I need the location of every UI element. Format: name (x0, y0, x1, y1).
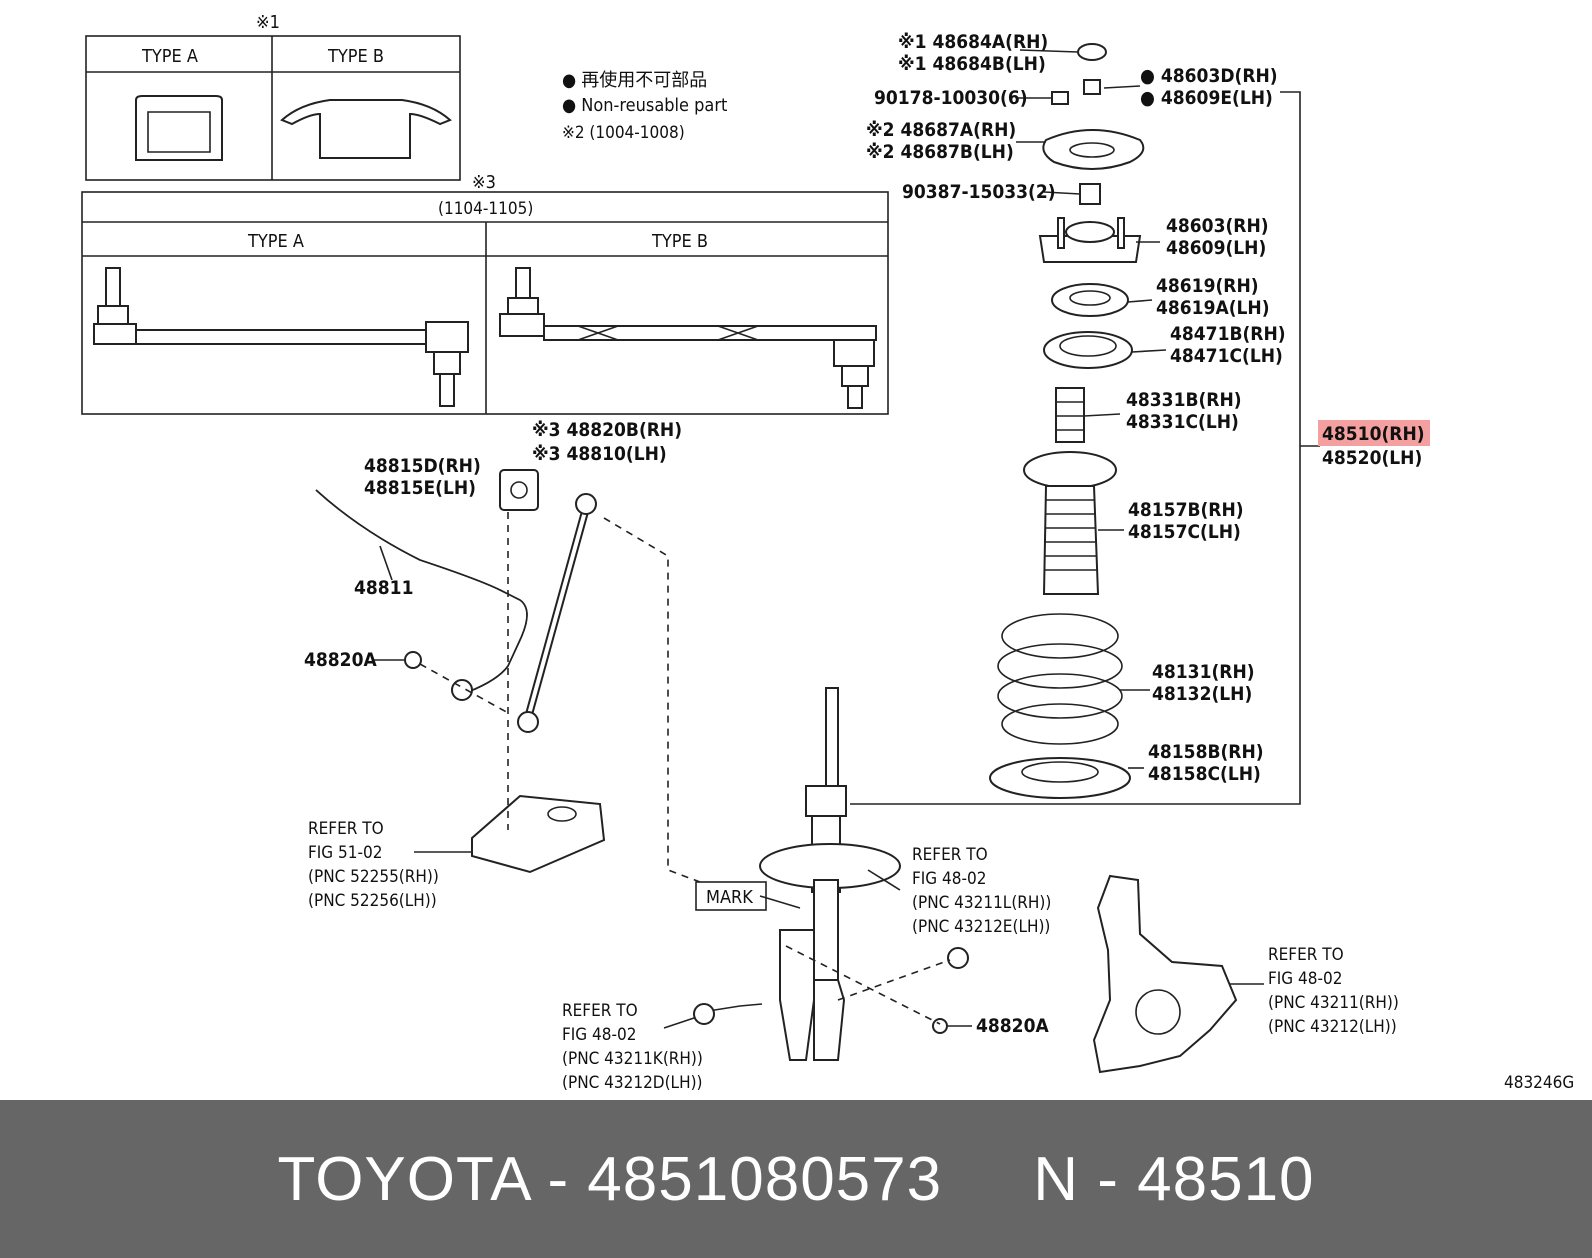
svg-text:(PNC 43212(LH)): (PNC 43212(LH)) (1268, 1017, 1397, 1037)
seat-48471-shape (1043, 331, 1133, 369)
inset1-type-b: TYPE B (327, 46, 384, 67)
label-48331b: 48331B(RH) (1126, 389, 1242, 411)
parts-diagram: ※1 TYPE A TYPE B ※3 (1104-1105) TYPE A T… (81, 12, 1574, 1093)
label-48687a: ※2 48687A(RH) (866, 119, 1016, 141)
label-48609: 48609(LH) (1166, 237, 1266, 259)
cap-shape (1077, 43, 1107, 61)
label-48619: 48619(RH) (1156, 275, 1259, 297)
bolt-shape (693, 1003, 715, 1025)
label-90178-10030: 90178-10030(6) (874, 87, 1028, 109)
label-48520: 48520(LH) (1322, 447, 1422, 469)
svg-text:FIG 48-02: FIG 48-02 (912, 869, 986, 889)
seat-48158-shape (989, 757, 1131, 799)
label-48131: 48131(RH) (1152, 661, 1255, 683)
label-48157b: 48157B(RH) (1128, 499, 1244, 521)
label-48471b: 48471B(RH) (1170, 323, 1286, 345)
legend-jp: ● 再使用不可部品 (562, 70, 707, 91)
refer-fig-48-02-bolt: REFER TO FIG 48-02 (PNC 43211K(RH)) (PNC… (562, 1001, 703, 1093)
svg-text:(PNC 43211K(RH)): (PNC 43211K(RH)) (562, 1049, 703, 1069)
svg-text:(PNC 43212D(LH)): (PNC 43212D(LH)) (562, 1073, 703, 1093)
stabilizer-bushing-shape (499, 469, 539, 511)
label-48815e: 48815E(LH) (364, 477, 476, 499)
label-48619a: 48619A(LH) (1156, 297, 1270, 319)
nut-90178-shape (1051, 91, 1069, 105)
svg-text:FIG 51-02: FIG 51-02 (308, 843, 382, 863)
label-90387-15033: 90387-15033(2) (902, 181, 1056, 203)
label-48820a-1: 48820A (304, 649, 377, 671)
steering-knuckle-shape (1092, 874, 1238, 1074)
boot-48157-top-shape (1023, 451, 1117, 489)
highlight-48510 (1318, 420, 1430, 446)
svg-text:REFER TO: REFER TO (562, 1001, 638, 1021)
legend-en: ● Non-reusable part (562, 95, 727, 116)
label-48510: 48510(RH) (1322, 423, 1425, 445)
label-48132: 48132(LH) (1152, 683, 1252, 705)
label-48811: 48811 (354, 577, 413, 599)
member-bracket-shape (471, 794, 606, 874)
stabilizer-link-type-a-shape (135, 329, 437, 345)
label-48684b: ※1 48684B(LH) (898, 53, 1046, 75)
strut-stack (989, 43, 1145, 799)
label-mark: MARK (706, 887, 753, 908)
inset3-type-b: TYPE B (651, 231, 708, 252)
svg-text:FIG 48-02: FIG 48-02 (1268, 969, 1342, 989)
label-48158c: 48158C(LH) (1148, 763, 1261, 785)
label-48603: 48603(RH) (1166, 215, 1269, 237)
inset1-mark: ※1 (256, 12, 280, 33)
insulator-type-b-shape (280, 99, 452, 159)
footer-part-number: TOYOTA - 4851080573 N - 48510 (277, 1144, 1315, 1214)
svg-text:FIG 48-02: FIG 48-02 (562, 1025, 636, 1045)
nut-shape (947, 947, 969, 969)
figure-code: 483246G (1504, 1073, 1574, 1093)
label-48471c: 48471C(LH) (1170, 345, 1283, 367)
label-48687b: ※2 48687B(LH) (866, 141, 1014, 163)
stabilizer-link-type-b-shape (543, 325, 877, 341)
coil-spring-48131-shape (997, 613, 1123, 745)
insulator-type-a-shape (135, 95, 223, 161)
label-48603d: ● 48603D(RH) (1140, 65, 1278, 87)
stabilizer-link-shape (575, 493, 597, 515)
label-48815d: 48815D(RH) (364, 455, 481, 477)
svg-text:(PNC 43212E(LH)): (PNC 43212E(LH)) (912, 917, 1050, 937)
label-48820b: ※3 48820B(RH) (532, 419, 682, 441)
inset-type3: ※3 (1104-1105) TYPE A TYPE B (81, 172, 889, 415)
svg-text:(PNC 43211L(RH)): (PNC 43211L(RH)) (912, 893, 1051, 913)
label-48331c: 48331C(LH) (1126, 411, 1239, 433)
inset3-range: (1104-1105) (438, 199, 533, 219)
nut-48603d-shape (1083, 79, 1101, 95)
label-48684a: ※1 48684A(RH) (898, 31, 1048, 53)
insulator-48687-shape (1042, 129, 1145, 170)
legend-note2: ※2 (1004-1008) (562, 123, 685, 143)
nut-48820a-1-shape (404, 651, 422, 669)
svg-text:REFER TO: REFER TO (1268, 945, 1344, 965)
footer-bar: TOYOTA - 4851080573 N - 48510 (0, 1100, 1592, 1258)
refer-fig-48-02-top: REFER TO FIG 48-02 (PNC 43211L(RH)) (PNC… (912, 845, 1051, 937)
label-48157c: 48157C(LH) (1128, 521, 1241, 543)
inset1-type-a: TYPE A (141, 46, 198, 67)
refer-fig-48-02-knuckle: REFER TO FIG 48-02 (PNC 43211(RH)) (PNC … (1268, 945, 1399, 1037)
svg-text:REFER TO: REFER TO (308, 819, 384, 839)
inset-type1: ※1 TYPE A TYPE B (85, 12, 461, 181)
shock-absorber-shape (759, 687, 901, 1061)
label-48810: ※3 48810(LH) (532, 443, 667, 465)
bushing-90387-shape (1079, 183, 1101, 205)
svg-text:(PNC 52255(RH)): (PNC 52255(RH)) (308, 867, 439, 887)
label-48820a-2: 48820A (976, 1015, 1049, 1037)
svg-text:REFER TO: REFER TO (912, 845, 988, 865)
svg-text:(PNC 52256(LH)): (PNC 52256(LH)) (308, 891, 437, 911)
mark-box (695, 881, 767, 911)
label-48158b: 48158B(RH) (1148, 741, 1264, 763)
bearing-48619-shape (1051, 283, 1129, 317)
inset3-mark: ※3 (472, 172, 496, 193)
svg-text:(PNC 43211(RH)): (PNC 43211(RH)) (1268, 993, 1399, 1013)
label-48609e: ● 48609E(LH) (1140, 87, 1273, 109)
refer-fig-51-02: REFER TO FIG 51-02 (PNC 52255(RH)) (PNC … (308, 819, 439, 911)
inset3-type-a: TYPE A (247, 231, 304, 252)
bumper-48331-shape (1055, 387, 1085, 443)
boot-48157-shape (1042, 485, 1100, 595)
nut-48820a-2-shape (932, 1018, 948, 1034)
